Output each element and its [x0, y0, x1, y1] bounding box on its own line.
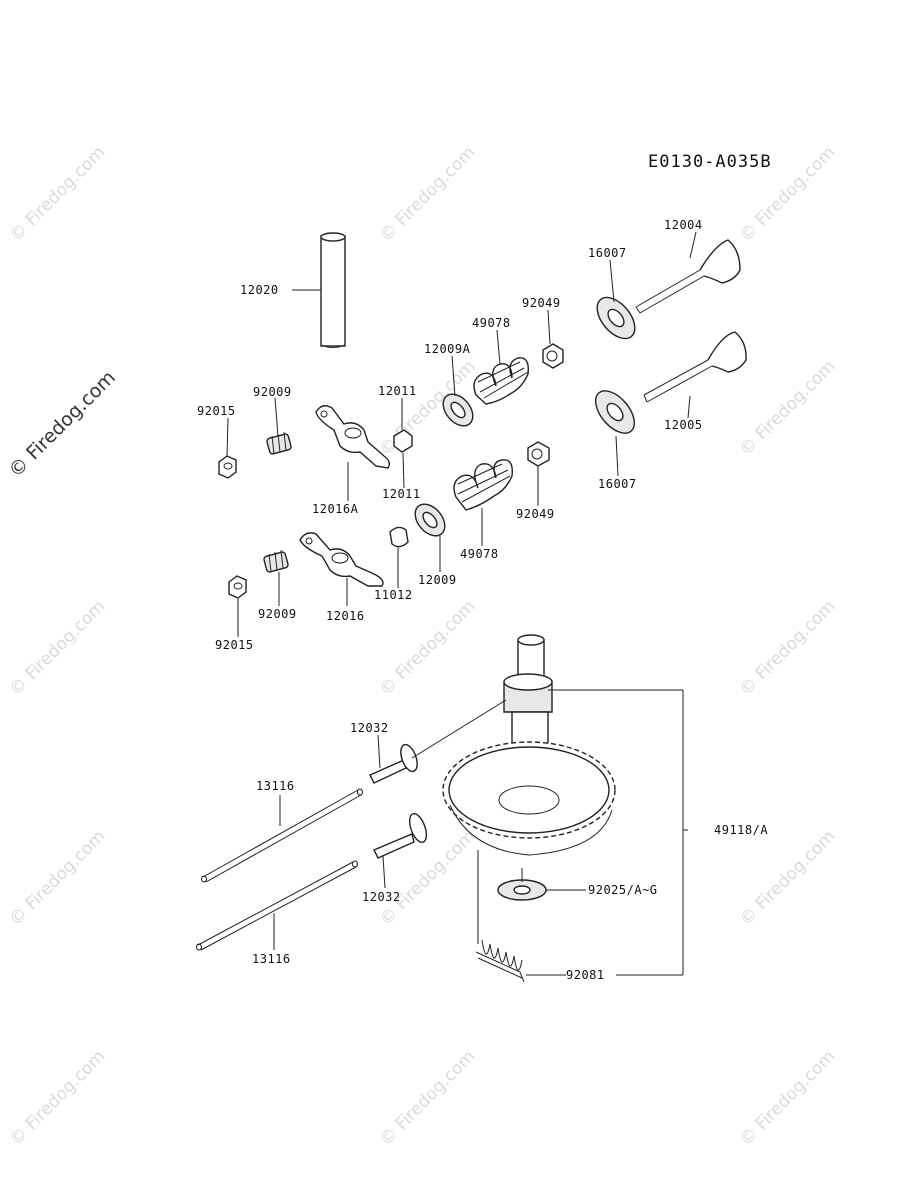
part-label-92049[interactable]: 92049 — [522, 296, 561, 310]
part-label-12032[interactable]: 12032 — [362, 890, 401, 904]
part-label-12009A[interactable]: 12009A — [424, 342, 471, 356]
part-label-12032[interactable]: 12032 — [350, 721, 389, 735]
part-label-11012[interactable]: 11012 — [374, 588, 413, 602]
part-92049-bottom — [527, 441, 550, 467]
part-12011-bushing — [393, 429, 413, 453]
part-12020-shaft — [320, 232, 346, 348]
part-12005-valve — [643, 331, 747, 403]
diagram-code: E0130-A035B — [648, 152, 772, 172]
part-12004-valve — [635, 239, 741, 314]
part-12032-bottom-tappet — [373, 813, 428, 859]
part-label-16007[interactable]: 16007 — [598, 477, 637, 491]
part-92009-bottom-adjuster — [263, 549, 289, 573]
part-92081-spring — [475, 939, 525, 983]
part-12009-washer — [414, 503, 446, 537]
part-label-49118A[interactable]: 49118/A — [714, 823, 769, 837]
leader-lines — [226, 231, 697, 976]
part-13116-bottom-pushrod — [196, 860, 358, 951]
part-label-92081[interactable]: 92081 — [566, 968, 605, 982]
part-16007-top — [596, 296, 636, 340]
part-label-49078[interactable]: 49078 — [472, 316, 511, 330]
part-label-12016[interactable]: 12016 — [326, 609, 365, 623]
part-12016-rocker-arm — [299, 532, 384, 587]
part-92015-bottom-nut — [228, 575, 247, 599]
part-92049-top — [542, 343, 564, 369]
part-label-12016A[interactable]: 12016A — [312, 502, 359, 516]
part-label-13116[interactable]: 13116 — [256, 779, 295, 793]
part-label-12011[interactable]: 12011 — [382, 487, 421, 501]
part-label-92049[interactable]: 92049 — [516, 507, 555, 521]
part-label-12020[interactable]: 12020 — [240, 283, 279, 297]
part-49078-top-spring — [473, 357, 529, 405]
part-label-92009[interactable]: 92009 — [258, 607, 297, 621]
part-label-92015[interactable]: 92015 — [197, 404, 236, 418]
part-13116-top-pushrod — [201, 788, 363, 883]
part-92009-top-adjuster — [266, 431, 292, 455]
part-12032-top-tappet — [369, 743, 418, 784]
part-label-12009[interactable]: 12009 — [418, 573, 457, 587]
part-11012-cap — [389, 526, 409, 548]
part-12009A-washer — [442, 393, 474, 427]
part-49078-bottom-spring — [453, 459, 513, 511]
part-label-92025[interactable]: 92025/A~G — [588, 883, 658, 897]
part-label-92009[interactable]: 92009 — [253, 385, 292, 399]
part-label-92015[interactable]: 92015 — [215, 638, 254, 652]
part-92025-washer — [497, 879, 547, 901]
part-label-13116[interactable]: 13116 — [252, 952, 291, 966]
part-49118A-gear — [442, 741, 616, 856]
part-label-12004[interactable]: 12004 — [664, 218, 703, 232]
part-92015-top-nut — [218, 455, 237, 479]
part-label-16007[interactable]: 16007 — [588, 246, 627, 260]
part-16007-bottom — [594, 390, 636, 434]
part-12016A-rocker-arm — [315, 405, 391, 469]
part-label-49078[interactable]: 49078 — [460, 547, 499, 561]
part-label-12005[interactable]: 12005 — [664, 418, 703, 432]
part-label-12011[interactable]: 12011 — [378, 384, 417, 398]
